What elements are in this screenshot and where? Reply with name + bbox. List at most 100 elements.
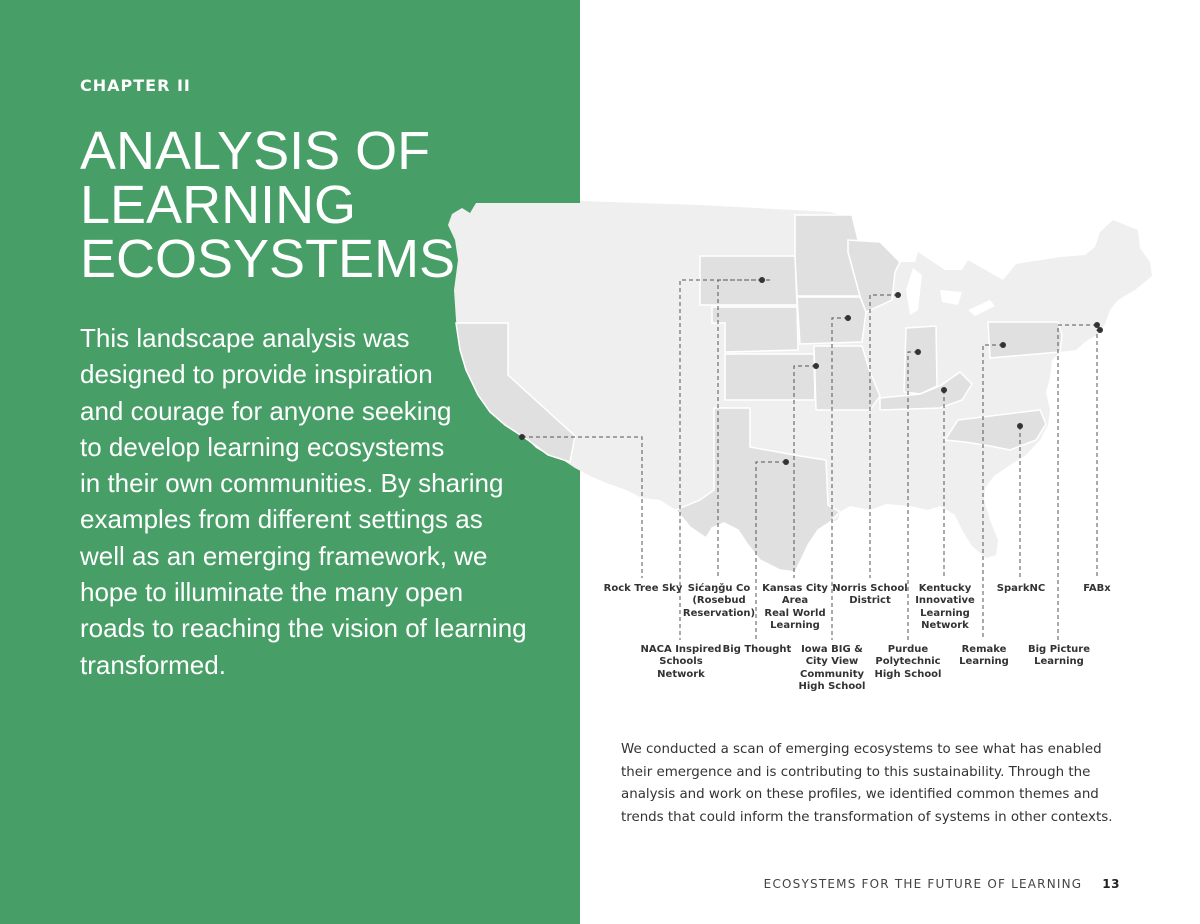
label-sicangu-co: Sićaŋǧu Co (Rosebud Reservation) [683, 583, 755, 620]
label-line: NACA Inspired [640, 644, 722, 655]
title-line: LEARNING [80, 175, 357, 235]
label-line: Network [921, 619, 969, 631]
label-line: City View [805, 656, 859, 668]
page-footer: ECOSYSTEMS FOR THE FUTURE OF LEARNING 13 [764, 877, 1120, 891]
title-line: ANALYSIS OF [80, 121, 431, 181]
intro-line: well as an emerging framework, we [80, 540, 488, 571]
dot-sicangu [759, 277, 765, 283]
label-purdue: Purdue Polytechnic High School [875, 644, 942, 681]
intro-line: to develop learning ecosystems [80, 431, 445, 462]
state-nebraska [711, 306, 799, 353]
label-line: Norris School [832, 583, 908, 594]
state-north-carolina [943, 409, 1047, 451]
label-line: High School [798, 680, 866, 692]
label-line: Big Thought [722, 644, 792, 655]
label-line: District [849, 595, 891, 607]
label-line: Rock Tree Sky [603, 583, 683, 594]
intro-line: This landscape analysis was [80, 323, 410, 353]
line-rock-tree-sky [522, 436, 643, 578]
line-big-thought [755, 461, 786, 640]
body-line: analysis and work on these profiles, we … [621, 787, 1099, 803]
green-panel [0, 0, 580, 924]
label-kentucky: Kentucky Innovative Learning Network [915, 583, 975, 632]
state-iowa [796, 296, 867, 345]
intro-line: examples from different settings as [80, 504, 483, 535]
dot-kansas-city [813, 363, 819, 369]
label-line: Reservation) [682, 607, 756, 619]
label-kansas-city: Kansas City Area Real World Learning [762, 583, 828, 632]
page-number: 13 [1102, 877, 1120, 891]
label-line: (Rosebud [692, 595, 746, 607]
label-line: Learning [959, 656, 1009, 668]
state-indiana [903, 325, 938, 395]
line-kansas-city [793, 365, 816, 578]
title-line: ECOSYSTEMS [80, 229, 456, 289]
intro-line: and courage for anyone seeking [80, 395, 452, 426]
label-line: Learning [770, 619, 820, 631]
label-big-thought: Big Thought [723, 644, 792, 656]
label-line: Learning [1034, 656, 1084, 668]
connector-lines [522, 279, 1100, 640]
state-pennsylvania [987, 321, 1063, 359]
footer-title: ECOSYSTEMS FOR THE FUTURE OF LEARNING [763, 877, 1083, 891]
label-line: Kentucky [918, 583, 972, 594]
label-fabx: FABx [1083, 583, 1111, 595]
line-norris [869, 294, 898, 578]
label-line: Innovative [915, 595, 975, 607]
label-line: Big Picture [1028, 644, 1090, 655]
label-line: Network [657, 668, 705, 680]
label-sparknc: SparkNC [997, 583, 1045, 595]
label-line: Community [799, 668, 865, 680]
label-line: High School [874, 668, 942, 680]
label-remake-learning: Remake Learning [959, 644, 1009, 669]
dot-big-picture [1094, 322, 1100, 328]
label-line: FABx [1083, 583, 1111, 594]
line-naca [679, 279, 770, 640]
intro-line: transformed. [80, 649, 226, 680]
body-line: We conducted a scan of emerging ecosyste… [621, 742, 1102, 757]
chapter-label: CHAPTER II [80, 76, 191, 95]
label-line: Area [781, 595, 809, 607]
label-big-picture: Big Picture Learning [1028, 644, 1090, 669]
body-line: their emergence and is contributing to t… [621, 764, 1091, 780]
state-kentucky [879, 371, 973, 411]
dot-fabx [1097, 327, 1103, 333]
label-line: Learning [920, 607, 970, 619]
line-fabx [1096, 329, 1100, 578]
label-norris-school: Norris School District [832, 583, 907, 608]
dot-rock-tree-sky [519, 434, 525, 440]
line-big-picture [1057, 324, 1097, 640]
label-line: Remake [961, 644, 1007, 655]
line-iowa [831, 317, 848, 640]
label-naca: NACA Inspired Schools Network [641, 644, 722, 681]
label-iowa-big: Iowa BIG & City View Community High Scho… [799, 644, 866, 693]
state-california [455, 322, 576, 463]
state-missouri [813, 345, 881, 411]
dot-big-thought [783, 459, 789, 465]
dot-sparknc [1017, 423, 1023, 429]
dot-norris [895, 292, 901, 298]
label-line: SparkNC [996, 583, 1046, 594]
intro-paragraph: This landscape analysis was designed to … [80, 320, 550, 683]
label-rock-tree-sky: Rock Tree Sky [604, 583, 683, 595]
label-line: Purdue [887, 644, 929, 655]
dot-kentucky [941, 387, 947, 393]
line-purdue [907, 351, 918, 640]
body-line: trends that could inform the transformat… [621, 809, 1113, 825]
intro-line: hope to illuminate the many open [80, 577, 464, 608]
label-line: Schools [659, 656, 703, 668]
intro-line: designed to provide inspiration [80, 359, 433, 390]
page-title: ANALYSIS OF LEARNING ECOSYSTEMS [80, 124, 560, 286]
state-texas [674, 407, 842, 573]
dot-remake [1000, 342, 1006, 348]
label-line: Polytechnic [875, 656, 941, 668]
great-lakes [880, 246, 995, 316]
state-kansas [724, 353, 816, 401]
body-paragraph: We conducted a scan of emerging ecosyste… [621, 739, 1121, 829]
label-line: Iowa BIG & [801, 644, 863, 655]
dot-purdue [915, 349, 921, 355]
highlighted-states [455, 214, 1063, 573]
label-line: Kansas City [762, 583, 828, 594]
dot-iowa [845, 315, 851, 321]
